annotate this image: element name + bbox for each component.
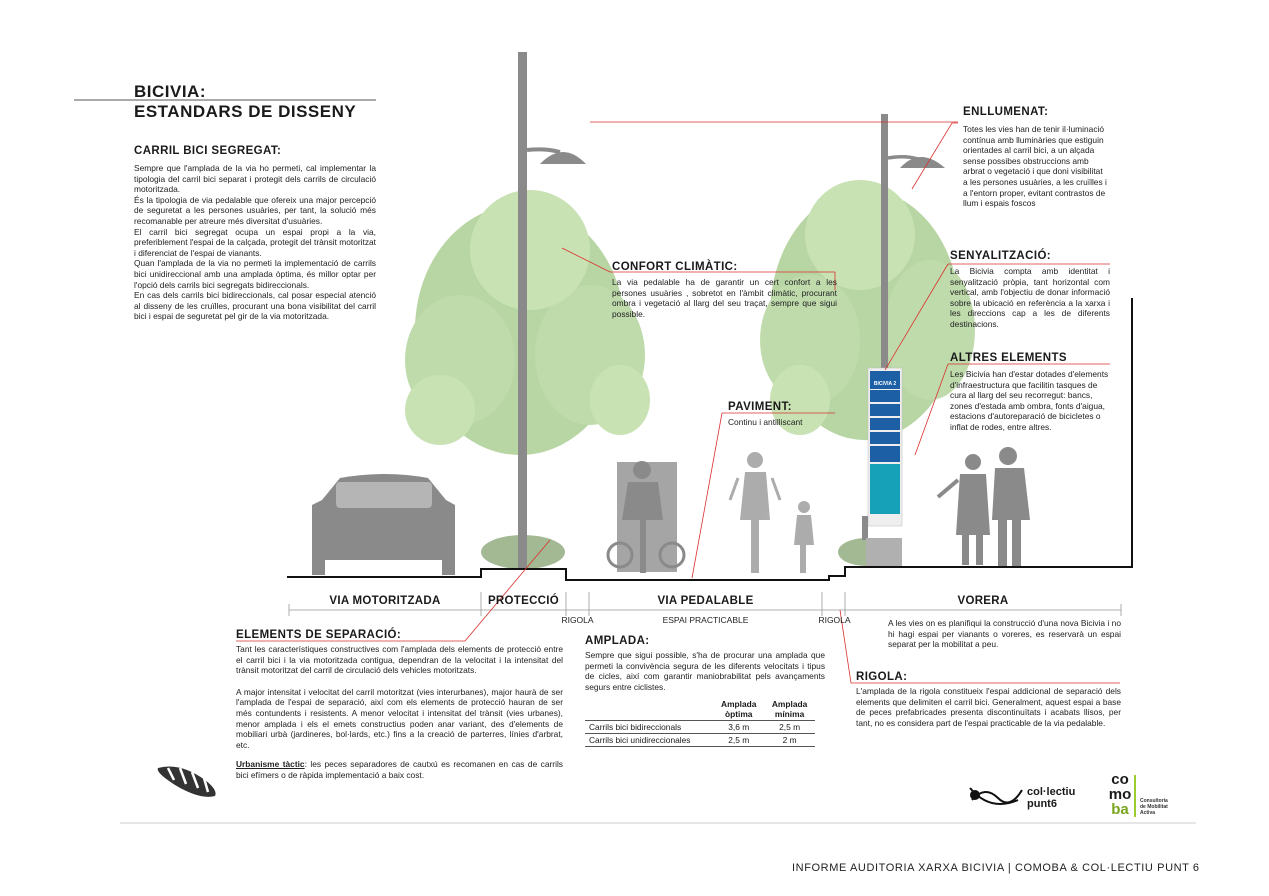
comoba-logo-ba: ba — [1111, 801, 1129, 818]
paviment-heading: PAVIMENT: — [728, 401, 792, 413]
comoba-logo-bar — [1134, 775, 1136, 817]
senyalitzacio-section: SENYALITZACIÓ: La Bicivia compta amb ide… — [950, 250, 1110, 330]
rubber-separator-icon — [157, 766, 216, 797]
collectiu-logo-mark — [969, 787, 1023, 805]
page-title: BICIVIA: ESTANDARS DE DISSENY — [134, 82, 356, 122]
carril-bici-p5: En cas dels carrils bici bidireccionals,… — [134, 290, 376, 322]
comoba-logo-subtitle: Consultoria de Mobilitat Activa — [1140, 798, 1168, 816]
sign-title: BICIVIA 2 — [874, 381, 897, 387]
dimension-line — [288, 592, 1122, 616]
urbanisme-body: : les peces separadores de cautxú es rec… — [236, 759, 563, 780]
zone-via-motoritzada: VIA MOTORITZADA — [329, 595, 441, 607]
paviment-text: Continu i antilliscant — [728, 417, 803, 427]
altres-section: ALTRES ELEMENTS Les Bicivia han d'estar … — [950, 352, 1110, 433]
zone-vorera: VORERA — [957, 595, 1009, 607]
separacio-text: Tant les característiques constructives … — [236, 644, 563, 750]
label-espai-practicable: ESPAI PRACTICABLE — [662, 615, 749, 625]
vorera-note: A les vies on es planifiqui la construcc… — [888, 618, 1121, 650]
zone-via-pedalable: VIA PEDALABLE — [657, 595, 754, 607]
rigola-heading: RIGOLA: — [856, 671, 908, 683]
leader-lines — [236, 121, 1120, 684]
cargo-bike-silhouette — [606, 461, 686, 573]
label-rigola-left: RIGOLA — [561, 615, 594, 625]
collectiu-logo-line2: punt6 — [1027, 798, 1057, 810]
enllumenat-heading: ENLLUMENAT: — [963, 106, 1049, 118]
carril-bici-p1: Sempre que l'amplada de la via ho permet… — [134, 163, 376, 195]
paviment-section: PAVIMENT: Continu i antilliscant — [728, 401, 838, 428]
carril-bici-p4: Quan l'amplada de la via no permeti la i… — [134, 258, 376, 290]
carril-bici-section: CARRIL BICI SEGREGAT: Sempre que l'ampla… — [134, 145, 376, 322]
urbanisme-text: Urbanisme tàctic: les peces separadores … — [236, 759, 563, 780]
bicivia-sign: BICIVIA 2 — [867, 367, 903, 527]
confort-section: CONFORT CLIMÀTIC: La via pedalable ha de… — [612, 261, 837, 319]
page-title-line2: ESTANDARS DE DISSENY — [134, 102, 357, 121]
comoba-logo: co mo ba — [1108, 772, 1132, 817]
carril-bici-p3: El carril bici segregat ocupa un espai p… — [134, 226, 376, 258]
bench-planter — [862, 516, 902, 568]
amplada-text: Sempre que sigui possible, s'ha de procu… — [585, 650, 825, 692]
lamp-post-left — [518, 52, 586, 570]
separacio-heading: ELEMENTS DE SEPARACIÓ: — [236, 629, 402, 641]
table-row: Carrils bici unidireccionales 2,5 m 2 m — [585, 733, 815, 748]
table-row: Carrils bici bidireccionals 3,6 m 2,5 m — [585, 720, 815, 734]
confort-heading: CONFORT CLIMÀTIC: — [612, 261, 738, 273]
comoba-logo-co: co — [1111, 771, 1129, 788]
enllumenat-section: ENLLUMENAT: Totes les vies han de tenir … — [963, 106, 1109, 209]
rigola-section: RIGOLA: L'amplada de la rigola constitue… — [856, 671, 1121, 728]
lamp-post-right — [881, 114, 945, 434]
tree-left — [405, 190, 650, 455]
amplada-section: AMPLADA: Sempre que sigui possible, s'ha… — [585, 635, 825, 748]
carril-bici-heading: CARRIL BICI SEGREGAT: — [134, 145, 282, 157]
confort-text: La via pedalable ha de garantir un cert … — [612, 277, 837, 319]
urbanisme-label: Urbanisme tàctic — [236, 759, 305, 770]
separacio-p1: Tant les característiques constructives … — [236, 644, 563, 676]
footer-text: INFORME AUDITORIA XARXA BICIVIA | COMOBA… — [792, 862, 1200, 874]
altres-text: Les Bicivia han d'estar dotades d'elemen… — [950, 369, 1109, 432]
separacio-section: ELEMENTS DE SEPARACIÓ: Tant les caracter… — [236, 629, 563, 781]
carril-bici-text: Sempre que l'amplada de la via ho permet… — [134, 163, 376, 322]
collectiu-punt6-logo: col·lectiu punt6 — [1027, 786, 1075, 810]
pedestrians-silhouette — [936, 447, 1030, 566]
car-silhouette — [312, 474, 455, 575]
label-rigola-right: RIGOLA — [818, 615, 851, 625]
collectiu-logo-line1: col·lectiu — [1027, 786, 1076, 798]
senyalitzacio-text: La Bicivia compta amb identitat i senyal… — [950, 266, 1110, 329]
amplada-heading: AMPLADA: — [585, 635, 650, 647]
cyclist-child-silhouette — [794, 501, 814, 573]
ground-profile — [287, 298, 1133, 581]
comoba-logo-mo: mo — [1108, 786, 1132, 803]
cyclist-adult-silhouette — [728, 452, 782, 573]
carril-bici-p2: És la tipologia de via pedalable que ofe… — [134, 194, 376, 226]
rigola-text: L'amplada de la rigola constitueix l'esp… — [856, 686, 1121, 728]
altres-heading: ALTRES ELEMENTS — [950, 352, 1067, 364]
senyalitzacio-heading: SENYALITZACIÓ: — [950, 250, 1052, 262]
page-title-line1: BICIVIA: — [134, 82, 206, 101]
zone-proteccio: PROTECCIÓ — [487, 595, 560, 607]
separacio-p2: A major intensitat i velocitat del carri… — [236, 686, 563, 750]
enllumenat-text: Totes les vies han de tenir il·luminació… — [963, 124, 1107, 209]
